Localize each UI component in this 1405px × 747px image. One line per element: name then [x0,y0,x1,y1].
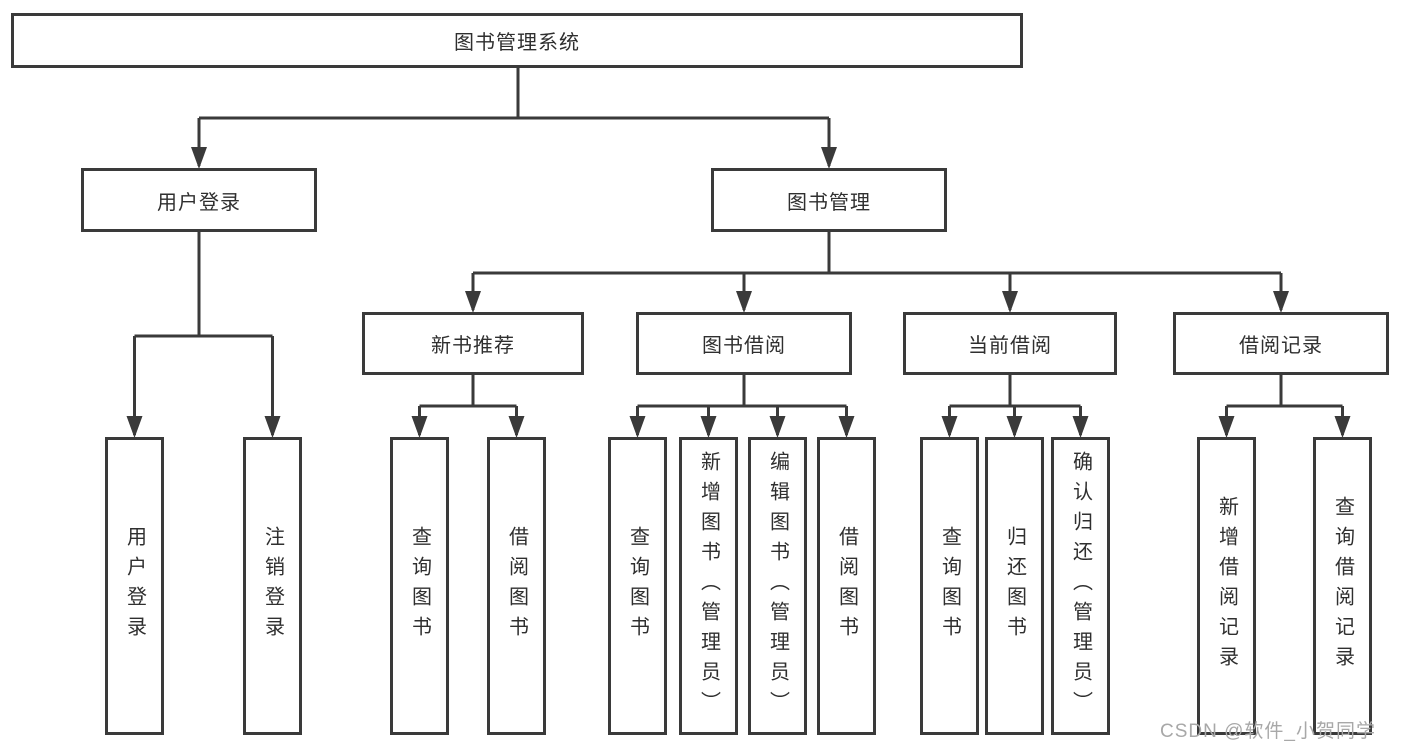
leaf-label: 新增借阅记录 [1215,496,1238,676]
arrow-down-icon [700,416,717,438]
node-library-management-system: 图书管理系统 [11,13,1023,68]
node-label: 当前借阅 [968,335,1052,357]
leaf-label: 注销登录 [261,526,284,646]
leaf-label: 编辑图书（管理员） [766,451,789,721]
node-new-book-recommendation: 新书推荐 [362,312,584,375]
arrow-down-icon [941,416,958,438]
leaf-query-borrow-record: 查询借阅记录 [1313,437,1372,735]
node-label: 图书管理 [787,191,871,214]
arrow-down-icon [838,416,855,438]
arrow-down-icon [264,416,281,438]
leaf-current-query-books: 查询图书 [920,437,979,735]
connector-new-book-children [418,374,518,435]
connector-book-mgmt-to-level3 [471,231,1283,310]
arrow-down-icon [508,416,525,438]
arrow-down-icon [465,291,481,313]
leaf-label: 查询图书 [626,526,649,646]
leaf-label: 查询借阅记录 [1331,496,1354,676]
node-label: 用户登录 [157,191,241,214]
leaf-borrow-query-books: 查询图书 [608,437,667,735]
leaf-add-borrow-record: 新增借阅记录 [1197,437,1256,735]
leaf-label: 查询图书 [938,526,961,646]
leaf-label: 借阅图书 [835,526,858,646]
node-current-borrowing: 当前借阅 [903,312,1117,375]
node-book-borrowing: 图书借阅 [636,312,852,375]
leaf-add-books-admin: 新增图书（管理员） [679,437,738,735]
arrow-down-icon [191,147,207,169]
leaf-label: 查询图书 [408,526,431,646]
node-user-login: 用户登录 [81,168,317,232]
node-label: 借阅记录 [1239,335,1323,357]
leaf-borrow-books: 借阅图书 [817,437,876,735]
arrow-down-icon [1006,416,1023,438]
connector-user-login-children [133,231,274,435]
arrow-down-icon [1072,416,1089,438]
node-book-management: 图书管理 [711,168,947,232]
leaf-confirm-return-admin: 确认归还（管理员） [1051,437,1110,735]
arrow-down-icon [411,416,428,438]
arrow-down-icon [1273,291,1289,313]
leaf-recommend-query-books: 查询图书 [390,437,449,735]
leaf-label: 确认归还（管理员） [1069,451,1092,721]
arrow-down-icon [1218,416,1235,438]
leaf-user-login: 用户登录 [105,437,164,735]
leaf-return-books: 归还图书 [985,437,1044,735]
leaf-logout: 注销登录 [243,437,302,735]
node-borrowing-records: 借阅记录 [1173,312,1389,375]
arrow-down-icon [1334,416,1351,438]
node-label: 新书推荐 [431,335,515,357]
connector-records-children [1225,374,1344,435]
arrow-down-icon [629,416,646,438]
arrow-down-icon [821,147,837,169]
csdn-watermark: CSDN @软件_小贺同学 [1160,721,1376,742]
leaf-label: 借阅图书 [505,526,528,646]
arrow-down-icon [126,416,143,438]
leaf-edit-books-admin: 编辑图书（管理员） [748,437,807,735]
connector-root-to-level2 [197,66,831,166]
arrow-down-icon [769,416,786,438]
leaf-label: 归还图书 [1003,526,1026,646]
arrow-down-icon [736,291,752,313]
arrow-down-icon [1002,291,1018,313]
leaf-label: 新增图书（管理员） [697,451,720,721]
leaf-recommend-borrow-books: 借阅图书 [487,437,546,735]
node-label: 图书借阅 [702,335,786,357]
leaf-label: 用户登录 [123,526,146,646]
node-label: 图书管理系统 [454,32,580,54]
connector-book-borrow-children [636,374,848,435]
